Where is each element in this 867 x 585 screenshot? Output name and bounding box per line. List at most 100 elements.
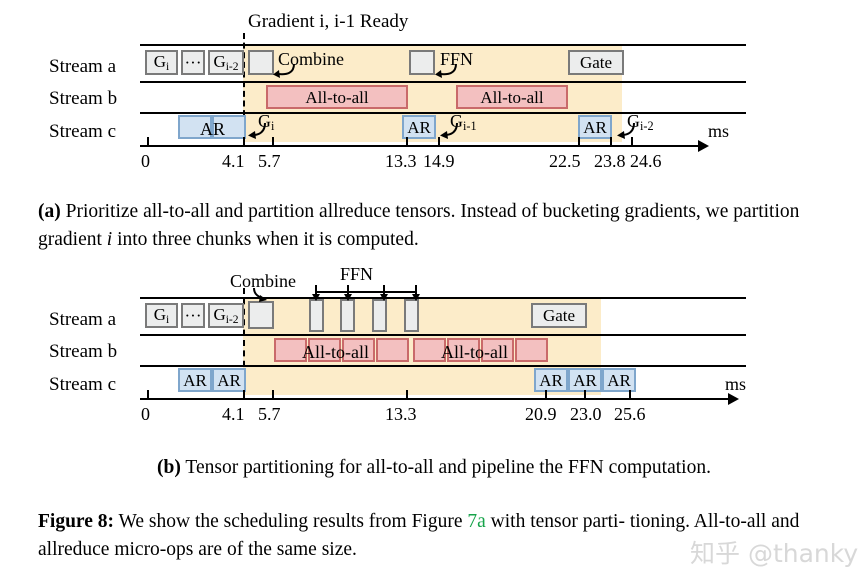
panel-b-rule-top	[140, 297, 746, 299]
panel-b-alltoall-microop-5	[413, 338, 446, 362]
panel-a-tick-24-6	[631, 137, 633, 146]
panel-a-block-gate-label: Gate	[579, 53, 613, 72]
panel-b-block-gi-label: Gi	[153, 304, 170, 326]
panel-a-alltoall-2-label: All-to-all	[480, 87, 544, 107]
panel-b-gradient-ready-marker	[243, 288, 245, 398]
figure-7a-link[interactable]: 7a	[467, 511, 486, 532]
panel-a-alltoall-1-label: All-to-all	[305, 87, 369, 107]
panel-a-caption-italic-i: i	[106, 228, 113, 250]
panel-a-label-23-8: 23.8	[594, 151, 626, 171]
panel-b-block-ellipsis-label: ···	[184, 306, 202, 325]
panel-a-rule-a-b	[140, 81, 746, 83]
panel-b-ar-2: AR	[212, 368, 246, 392]
panel-a-rule-top	[140, 44, 746, 46]
panel-a-axis-arrow-icon	[698, 140, 709, 152]
panel-a-gim1-annotation: Gi-1	[450, 111, 477, 134]
panel-a-caption-line2b: into three chunks when it is computed.	[112, 228, 419, 250]
panel-a-block-gate: Gate	[568, 50, 624, 75]
panel-a-label-13-3: 13.3	[385, 151, 417, 171]
panel-b-ar-5: AR	[602, 368, 636, 392]
panel-a-label-14-9: 14.9	[423, 151, 455, 171]
figure-caption-part3: tioning. All-to-all and allreduce micro-…	[38, 511, 800, 560]
panel-a-block-ellipsis: ···	[181, 50, 205, 75]
watermark: 知乎 @thanky	[690, 539, 859, 568]
panel-b-tick-25-6	[629, 390, 631, 399]
panel-a-block-gim2-label: Gi-2	[213, 51, 239, 73]
panel-a-tick-4-1	[243, 137, 245, 146]
panel-b-ar-4: AR	[568, 368, 602, 392]
panel-a-tick-23-8	[610, 137, 612, 146]
panel-a-ffn-annotation: FFN	[440, 49, 474, 69]
panel-b-rule-a-b	[140, 334, 746, 336]
panel-a-label-5-7: 5.7	[258, 151, 281, 171]
panel-a-label-4-1: 4.1	[222, 151, 245, 171]
panel-a-block-gim2: Gi-2	[208, 50, 244, 75]
panel-b-block-gi: Gi	[145, 303, 178, 328]
panel-b-combine-arrow	[253, 287, 267, 302]
panel-b-block-gate-label: Gate	[542, 306, 576, 325]
panel-b-ar-3-label: AR	[539, 370, 563, 390]
panel-a-caption: (a) Prioritize all-to-all and partition …	[38, 198, 830, 253]
panel-b-block-ffn-3	[372, 299, 387, 332]
panel-a-combine-annotation: Combine	[278, 49, 344, 69]
panel-b-block-ffn-1	[309, 299, 324, 332]
panel-a-rule-b-c	[140, 112, 746, 114]
panel-a-ar-4: AR	[578, 115, 612, 139]
panel-b-alltoall-microop-3	[342, 338, 375, 362]
figure-caption-tag: Figure 8:	[38, 511, 115, 532]
panel-b-stream-c-label: Stream c	[49, 374, 117, 395]
panel-a-block-gi-label: Gi	[153, 51, 170, 73]
panel-a-tick-5-7	[272, 137, 274, 146]
panel-a-block-combine	[248, 50, 274, 75]
panel-a-ar-4-label: AR	[583, 117, 607, 137]
panel-b-caption: (b) Tensor partitioning for all-to-all a…	[38, 454, 830, 482]
panel-a-gi-annotation: Gi	[258, 111, 275, 134]
panel-b-label-4-1: 4.1	[222, 404, 245, 424]
panel-b-tick-13-3	[406, 390, 408, 399]
panel-b-block-gim2: Gi-2	[208, 303, 244, 328]
panel-a-axis-unit: ms	[708, 121, 730, 141]
panel-b-alltoall-microop-2	[308, 338, 341, 362]
panel-b-ar-2-label: AR	[217, 370, 241, 390]
panel-b-alltoall-microop-7	[481, 338, 514, 362]
panel-a-alltoall-2: All-to-all	[456, 85, 568, 109]
panel-b-alltoall-microop-8	[515, 338, 548, 362]
panel-a-ffn-arrow	[435, 63, 457, 78]
figure-caption-part2: with tensor parti-	[485, 511, 625, 532]
panel-b-ar-1-label: AR	[183, 370, 207, 390]
panel-b-ar-1: AR	[178, 368, 212, 392]
panel-b-stream-b-label: Stream b	[49, 341, 118, 362]
panel-b-ar-5-label: AR	[607, 370, 631, 390]
panel-a-title: Gradient i, i-1 Ready	[248, 11, 409, 32]
panel-b-tick-5-7	[272, 390, 274, 399]
panel-b-combine-annotation: Combine	[230, 271, 296, 291]
panel-a-gim2-arrow	[617, 122, 635, 139]
panel-a-label-24-6: 24.6	[630, 151, 662, 171]
panel-b-alltoall-microop-6	[447, 338, 480, 362]
panel-b-tick-20-9	[545, 390, 547, 399]
panel-a-block-ellipsis-label: ···	[184, 53, 202, 72]
panel-b-ar-4-label: AR	[573, 370, 597, 390]
panel-b-label-13-3: 13.3	[385, 404, 417, 424]
panel-a-axis-line	[140, 145, 700, 147]
panel-b-block-ffn-4	[404, 299, 419, 332]
panel-b-label-20-9: 20.9	[525, 404, 557, 424]
panel-b-label-25-6: 25.6	[614, 404, 646, 424]
panel-a-block-gi: Gi	[145, 50, 178, 75]
panel-b-block-gate: Gate	[531, 303, 587, 328]
panel-a-ar-3-label: AR	[407, 117, 431, 137]
panel-b-block-combine	[248, 301, 274, 329]
panel-b-tick-0	[147, 390, 149, 399]
panel-b-axis-arrow-icon	[728, 393, 739, 405]
panel-b-alltoall-microop-1	[274, 338, 307, 362]
panel-a-tick-22-5	[578, 137, 580, 146]
panel-a-gim1-arrow	[440, 122, 458, 139]
panel-b-alltoall-microop-4	[376, 338, 409, 362]
panel-b-caption-text: Tensor partitioning for all-to-all and p…	[180, 457, 711, 478]
panel-a-caption-tag: (a)	[38, 201, 61, 222]
panel-a-ar-3: AR	[402, 115, 436, 139]
panel-a-stream-b-label: Stream b	[49, 88, 118, 109]
panel-a-stream-a-label: Stream a	[49, 56, 117, 77]
panel-b-block-gim2-label: Gi-2	[213, 304, 239, 326]
panel-b-axis-unit: ms	[725, 374, 747, 394]
